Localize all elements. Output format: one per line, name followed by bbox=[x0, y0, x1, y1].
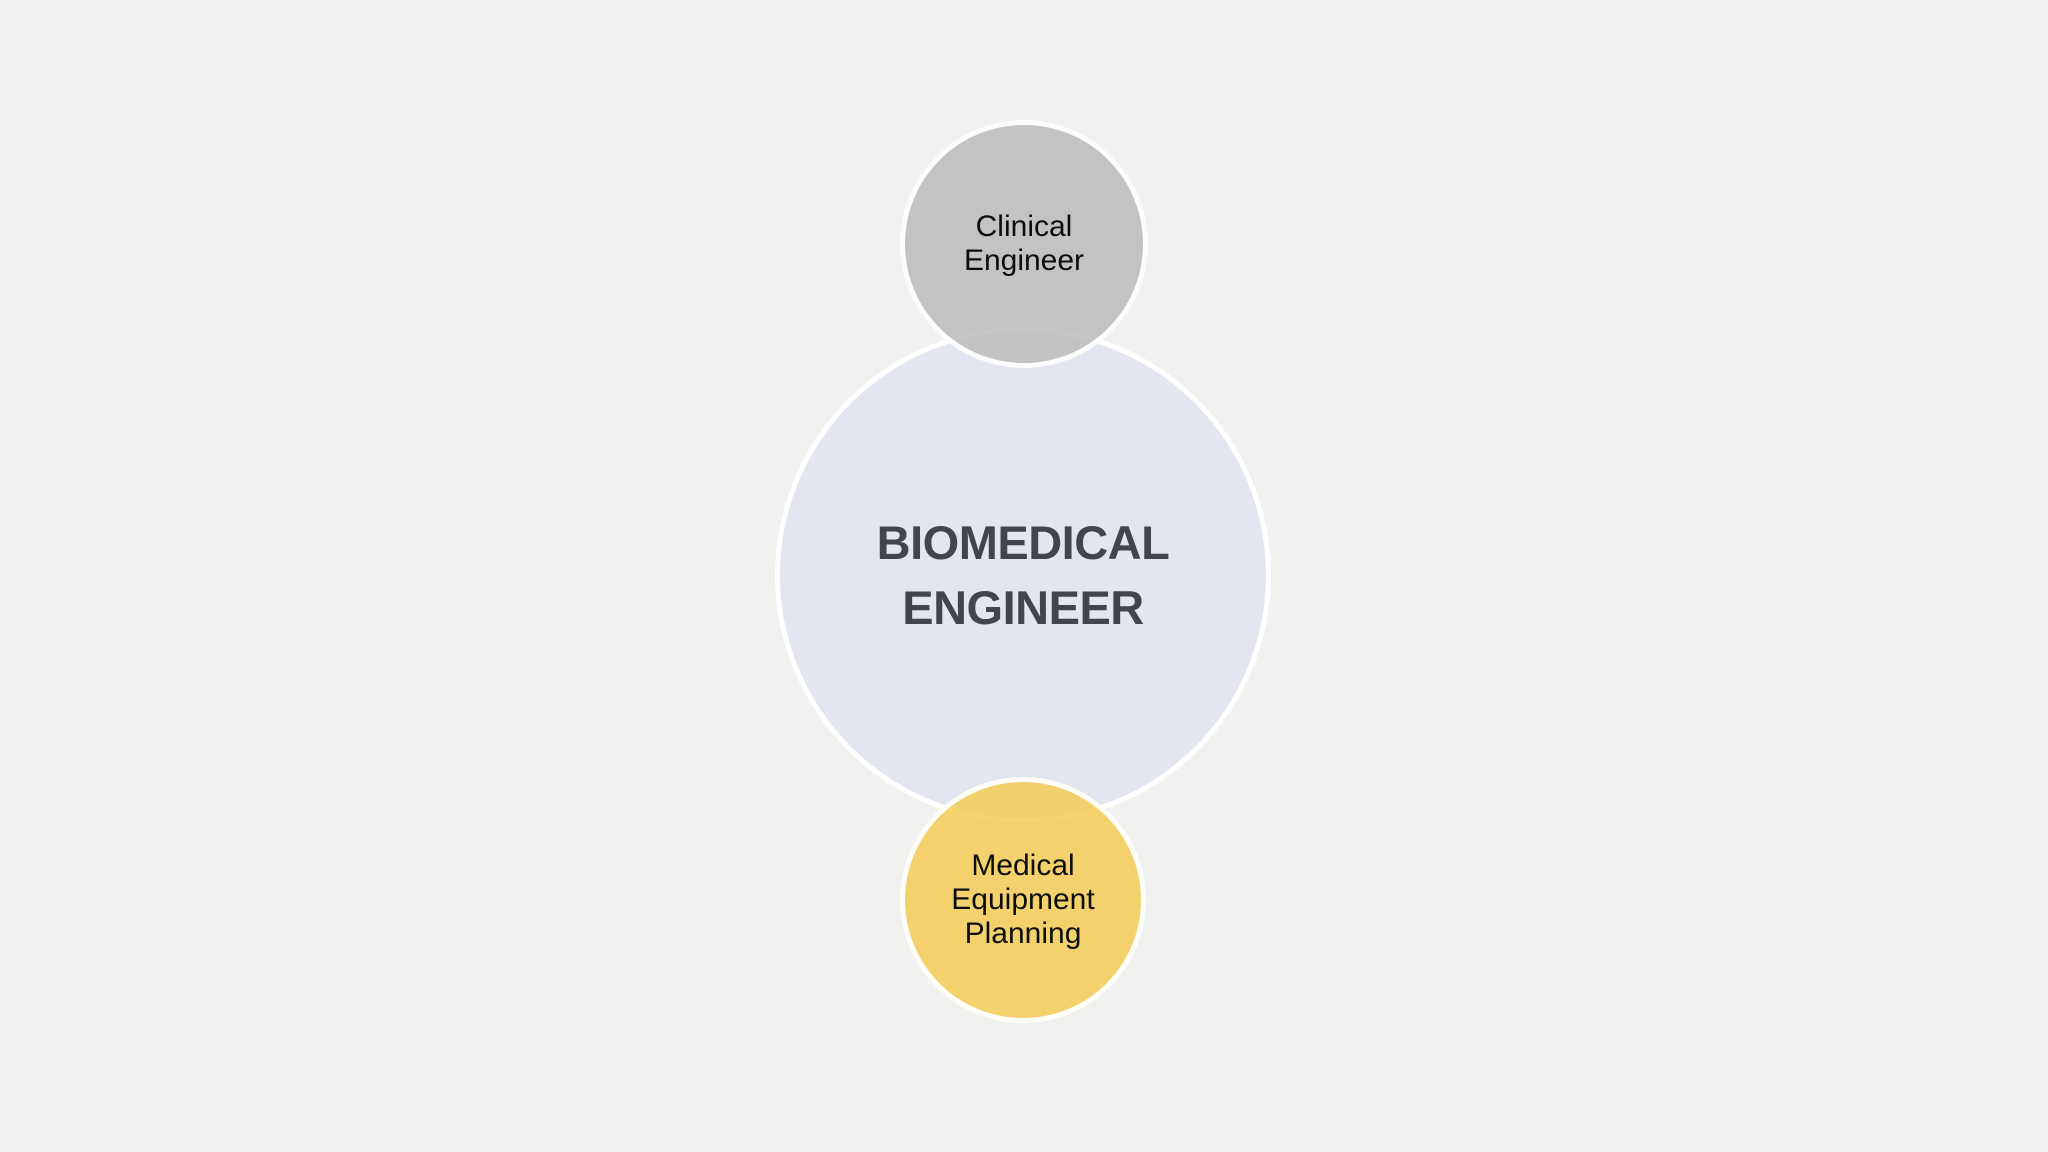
center-circle-label: BIOMEDICAL ENGINEER bbox=[876, 516, 1170, 634]
center-circle: BIOMEDICAL ENGINEER bbox=[775, 327, 1271, 823]
satellite-circle-top-label: Clinical Engineer bbox=[963, 210, 1085, 277]
satellite-circle-bottom-label: Medical Equipment Planning bbox=[951, 849, 1095, 950]
satellite-circle-medical-equipment-planning: Medical Equipment Planning bbox=[900, 777, 1146, 1023]
satellite-circle-clinical-engineer: Clinical Engineer bbox=[900, 120, 1148, 368]
